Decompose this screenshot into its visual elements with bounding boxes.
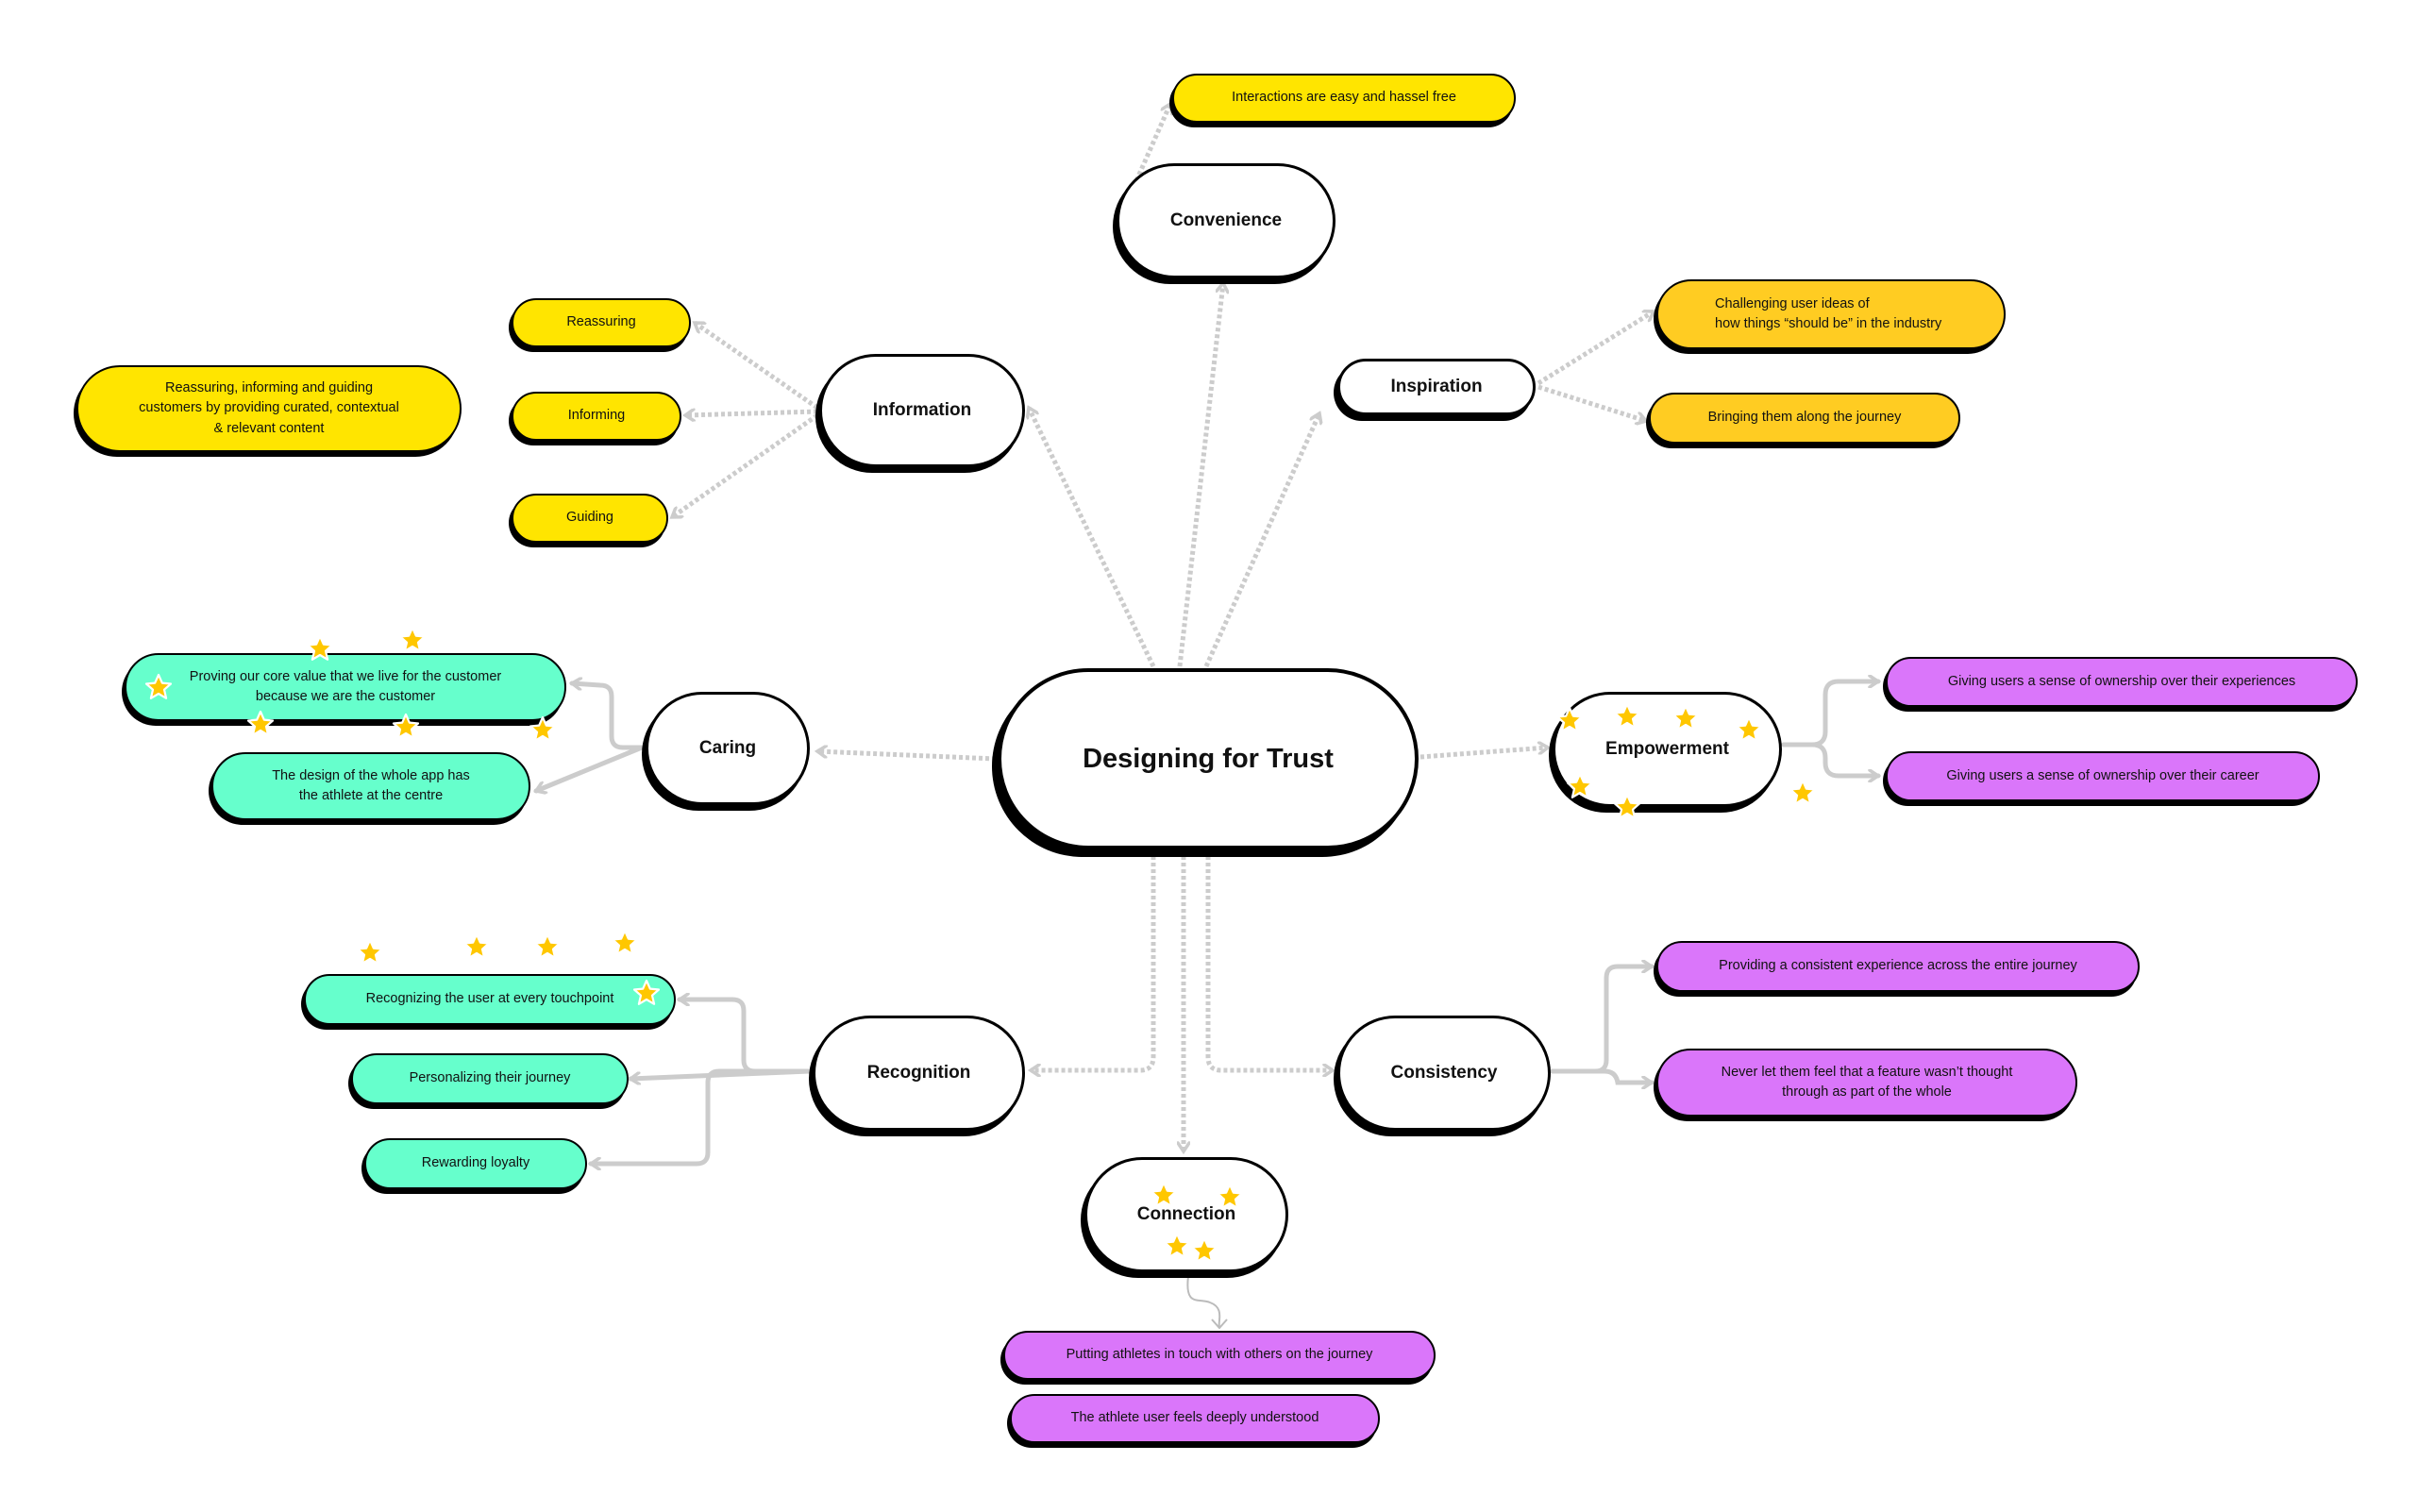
star-icon [611, 929, 639, 955]
star-icon [1613, 702, 1641, 729]
star-icon [356, 938, 384, 965]
hub-connection-label: Connection [1136, 1204, 1236, 1225]
star-icon [246, 710, 275, 736]
leaf-text: Rewarding loyalty [421, 1155, 530, 1171]
star-icon [1566, 772, 1594, 798]
leaf-deeply-understood[interactable]: The athlete user feels deeply understood [1010, 1394, 1380, 1443]
hub-inspiration-label: Inspiration [1390, 377, 1483, 397]
connector-information-guiding [672, 412, 819, 520]
leaf-proving[interactable]: Proving our core value that we live for … [125, 653, 566, 721]
leaf-text: Never let them feel that a feature wasn’… [1721, 1064, 2013, 1100]
connector-consistency-providing [1550, 966, 1652, 1074]
leaf-text: Giving users a sense of ownership over t… [1946, 767, 2259, 783]
hub-inspiration[interactable]: Inspiration [1337, 359, 1536, 415]
star-icon [398, 626, 427, 652]
leaf-text: Putting athletes in touch with others on… [1066, 1347, 1373, 1363]
leaf-text: Interactions are easy and hassel free [1232, 90, 1456, 106]
star-icon [1216, 1183, 1244, 1209]
hub-convenience-label: Convenience [1169, 210, 1283, 231]
star-icon [1671, 704, 1700, 731]
connector-center-convenience [1177, 283, 1223, 667]
connector-consistency-never [1550, 1068, 1652, 1083]
connector-center-information [1029, 408, 1156, 668]
star-icon [1190, 1236, 1218, 1263]
leaf-text: The design of the whole app has the athl… [272, 767, 470, 803]
leaf-rewarding[interactable]: Rewarding loyalty [364, 1138, 587, 1189]
connector-recognition-personalizing [630, 1068, 813, 1079]
connector-caring-proving [572, 683, 645, 750]
star-icon [392, 713, 420, 739]
hub-information[interactable]: Information [819, 354, 1025, 467]
central-node-label: Designing for Trust [1083, 743, 1334, 774]
leaf-design-whole-app[interactable]: The design of the whole app has the athl… [211, 752, 530, 820]
hub-consistency[interactable]: Consistency [1337, 1016, 1551, 1131]
leaf-text: The athlete user feels deeply understood [1070, 1410, 1319, 1426]
connector-center-caring [817, 751, 997, 762]
connector-center-inspiration [1203, 413, 1319, 668]
connector-center-empowerment [1419, 748, 1548, 760]
leaf-text: Personalizing their journey [409, 1070, 571, 1086]
leaf-text: Guiding [566, 510, 613, 526]
star-icon [1789, 779, 1817, 805]
leaf-bringing[interactable]: Bringing them along the journey [1649, 393, 1960, 444]
hub-empowerment-label: Empowerment [1605, 739, 1729, 760]
connector-inspiration-challenging [1537, 309, 1654, 386]
star-icon [1150, 1181, 1178, 1207]
leaf-guiding[interactable]: Guiding [512, 494, 668, 543]
leaf-text: Providing a consistent experience across… [1719, 958, 2077, 974]
leaf-putting-in-touch[interactable]: Putting athletes in touch with others on… [1003, 1331, 1436, 1380]
leaf-text: Recognizing the user at every touchpoint [365, 991, 614, 1007]
hub-recognition[interactable]: Recognition [813, 1016, 1025, 1131]
leaf-personalizing[interactable]: Personalizing their journey [351, 1053, 629, 1104]
connector-recognition-recognizing [680, 1000, 813, 1074]
star-icon [1735, 715, 1763, 742]
leaf-text: Reassuring, informing and guiding custom… [139, 380, 399, 436]
hub-connection[interactable]: Connection [1084, 1157, 1288, 1272]
leaf-never-let-them[interactable]: Never let them feel that a feature wasn’… [1656, 1049, 2077, 1117]
connector-connection-putting [1186, 1275, 1221, 1328]
star-icon [1613, 793, 1641, 819]
hub-recognition-label: Recognition [866, 1063, 971, 1084]
hub-consistency-label: Consistency [1390, 1063, 1498, 1084]
star-icon [1555, 706, 1584, 732]
leaf-providing-consistent[interactable]: Providing a consistent experience across… [1656, 941, 2140, 992]
star-icon [462, 932, 491, 959]
star-icon [632, 979, 661, 1005]
leaf-text: Proving our core value that we live for … [189, 668, 502, 704]
hub-information-label: Information [872, 400, 972, 421]
leaf-ownership-experiences[interactable]: Giving users a sense of ownership over t… [1886, 657, 2358, 707]
hub-empowerment[interactable]: Empowerment [1553, 692, 1782, 807]
leaf-reassuring[interactable]: Reassuring [512, 298, 691, 347]
star-icon [1163, 1232, 1191, 1258]
leaf-challenging[interactable]: Challenging user ideas of how things “sh… [1656, 279, 2006, 349]
hub-convenience[interactable]: Convenience [1117, 163, 1335, 278]
leaf-text: Informing [567, 408, 626, 424]
leaf-information-summary[interactable]: Reassuring, informing and guiding custom… [76, 365, 462, 452]
connector-caring-design [536, 745, 645, 791]
connector-inspiration-bringing [1537, 384, 1646, 421]
star-icon [144, 673, 173, 699]
star-icon [533, 932, 562, 959]
connector-connection-arrowhead [1211, 1319, 1228, 1330]
connector-empowerment-experiences [1781, 681, 1878, 748]
connector-empowerment-career [1781, 742, 1878, 776]
leaf-informing[interactable]: Informing [512, 392, 681, 441]
central-node[interactable]: Designing for Trust [998, 668, 1419, 849]
hub-caring-label: Caring [698, 738, 757, 759]
leaf-ownership-career[interactable]: Giving users a sense of ownership over t… [1886, 751, 2320, 801]
connector-center-recognition [1031, 849, 1156, 1070]
leaf-recognizing[interactable]: Recognizing the user at every touchpoint [304, 974, 676, 1025]
connector-information-reassuring [695, 320, 819, 411]
leaf-text: Reassuring [566, 314, 636, 330]
connector-center-consistency [1205, 849, 1333, 1070]
leaf-interactions[interactable]: Interactions are easy and hassel free [1172, 74, 1516, 123]
leaf-text: Challenging user ideas of how things “sh… [1715, 295, 1942, 331]
leaf-text: Bringing them along the journey [1707, 410, 1902, 426]
leaf-text: Giving users a sense of ownership over t… [1947, 673, 2296, 689]
star-icon [306, 634, 334, 661]
hub-caring[interactable]: Caring [646, 692, 810, 805]
connector-information-informing [685, 412, 818, 415]
star-icon [529, 715, 557, 742]
